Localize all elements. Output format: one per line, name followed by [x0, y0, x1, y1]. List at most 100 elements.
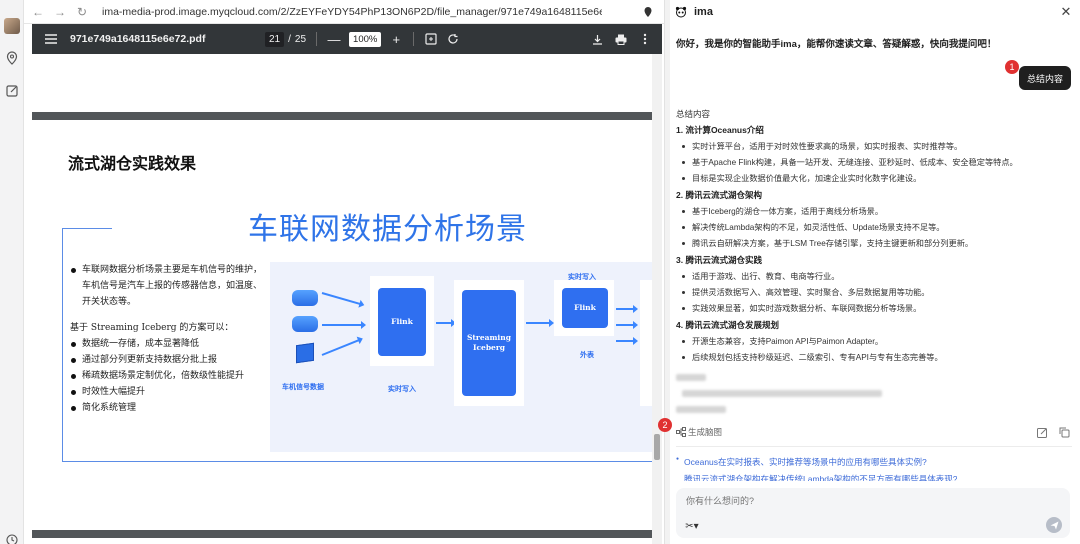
flow-arrow — [616, 321, 638, 329]
zoom-in-button[interactable]: + — [392, 31, 401, 47]
response-actions — [1036, 426, 1070, 438]
page-indicator: 21 / 25 — [265, 31, 307, 47]
page-total: 25 — [294, 33, 307, 45]
zoom-out-button[interactable]: — — [327, 31, 341, 47]
pdf-filename: 971e749a1648115e6e72.pdf — [70, 33, 206, 45]
summary-item: 基于Apache Flink构建，具备一站开发、无缝连接、亚秒延时、低成本、安全… — [676, 157, 1071, 168]
slide-bullet: 简化系统管理 — [70, 400, 270, 416]
edit-note-icon[interactable] — [4, 82, 20, 98]
suggested-question[interactable]: 腾讯云流式湖仓架构在解决传统Lambda架构的不足方面有哪些具体表现? — [684, 473, 957, 481]
database-icon — [292, 290, 318, 306]
summary-item: 开源生态兼容，支持Paimon API与Paimon Adapter。 — [676, 336, 1071, 347]
chat-input[interactable] — [686, 496, 986, 506]
slide-bullet: 通过部分列更新支持数据分批上报 — [70, 352, 270, 368]
more-options-icon[interactable] — [638, 32, 652, 46]
summary-title: 总结内容 — [676, 109, 711, 119]
browser-address-bar: ← → ↻ ima-media-prod.image.myqcloud.com/… — [24, 0, 664, 24]
scissors-tool-icon[interactable]: ✂▾ — [685, 520, 699, 532]
forward-arrow-icon[interactable]: → — [54, 4, 66, 19]
slide-headline: 车联网数据分析场景 — [248, 212, 527, 247]
pdf-scrollbar[interactable] — [652, 54, 662, 544]
frame-line — [62, 228, 63, 462]
pdf-page: 流式湖仓实践效果 车联网数据分析场景 车联网数据分析场景主要是车机信号的维护，车… — [32, 120, 652, 530]
print-icon[interactable] — [614, 32, 628, 46]
source-label: 车机信号数据 — [282, 384, 324, 391]
divider — [676, 446, 1072, 447]
summary-response: 总结内容 1. 流计算Oceanus介绍 实时计算平台，适用于对时效性要求高的场… — [676, 108, 1071, 368]
summary-section-heading: 3. 腾讯云流式湖仓实践 — [676, 255, 762, 265]
assistant-header: ima ✕ — [670, 0, 1080, 24]
summary-item: 腾讯云自研解决方案，基于LSM Tree存储引擎，支持主键更新和部分列更新。 — [676, 238, 1071, 249]
slide-bullet: 车联网数据分析场景主要是车机信号的维护，车机信号是汽车上报的传感器信息，如温度、… — [70, 262, 270, 310]
realtime-write-label: 实时写入 — [568, 274, 596, 281]
generate-mindmap-button[interactable]: 生成脑图 — [676, 426, 722, 438]
panda-logo-icon — [674, 5, 688, 19]
summary-section-heading: 4. 腾讯云流式湖仓发展规划 — [676, 320, 779, 330]
blurred-text — [676, 406, 726, 413]
toolbar-divider — [413, 32, 415, 46]
avatar[interactable] — [4, 18, 20, 34]
pdf-page-next — [32, 538, 652, 544]
page-separator: / — [288, 33, 291, 45]
summary-item: 实践效果显著，如实时游戏数据分析、车联网数据分析等场景。 — [676, 303, 1071, 314]
summary-item: 适用于游戏、出行、教育、电商等行业。 — [676, 271, 1071, 282]
assistant-name: ima — [694, 6, 713, 18]
assistant-panel: ima ✕ 你好，我是你的智能助手ima，能帮你速读文章、答疑解惑，快向我提问吧… — [658, 0, 1080, 544]
frame-line — [62, 461, 652, 462]
architecture-diagram: 车机信号数据 Flink 实时写入 Streaming Iceberg 实时写入… — [270, 262, 652, 452]
streaming-iceberg-box: Streaming Iceberg — [462, 290, 516, 396]
panel-splitter[interactable] — [664, 0, 670, 544]
realtime-write-label: 实时写入 — [388, 386, 416, 393]
chat-input-container: ✂▾ — [676, 488, 1070, 538]
flink-box-2: Flink — [562, 288, 608, 328]
device-cube-icon — [296, 342, 314, 364]
pdf-viewer-canvas[interactable]: 流式湖仓实践效果 车联网数据分析场景 车联网数据分析场景主要是车机信号的维护，车… — [32, 54, 662, 544]
summary-item: 解决传统Lambda架构的不足，如灵活性低、Update场景支持不足等。 — [676, 222, 1071, 233]
slide-title: 流式湖仓实践效果 — [68, 154, 197, 173]
slide-description: 车联网数据分析场景主要是车机信号的维护，车机信号是汽车上报的传感器信息，如温度、… — [70, 262, 270, 416]
flow-arrow — [616, 305, 638, 313]
suggested-question[interactable]: Oceanus在实时报表、实时推荐等场景中的应用有哪些具体实例? — [676, 456, 927, 468]
frame-line — [62, 228, 112, 229]
menu-icon[interactable] — [44, 32, 58, 46]
url-text[interactable]: ima-media-prod.image.myqcloud.com/2/ZzEY… — [102, 5, 602, 18]
summary-section-heading: 2. 腾讯云流式湖仓架构 — [676, 190, 762, 200]
location-pin-icon[interactable] — [4, 50, 20, 66]
slide-intro: 基于 Streaming Iceberg 的方案可以： — [70, 323, 234, 333]
slide-bullet: 时效性大幅提升 — [70, 384, 270, 400]
step-badge-2: 2 — [658, 418, 672, 432]
send-icon[interactable] — [1046, 517, 1062, 533]
summary-item: 实时计算平台，适用于对时效性要求高的场景，如实时报表、实时推荐等。 — [676, 141, 1071, 152]
database-icon — [292, 316, 318, 332]
flow-arrow — [526, 319, 554, 327]
assistant-greeting: 你好，我是你的智能助手ima，能帮你速读文章、答疑解惑，快向我提问吧！ — [676, 39, 997, 50]
summary-item: 提供灵活数据写入、高效管理、实时聚合、多层数据复用等功能。 — [676, 287, 1071, 298]
pdf-toolbar: 971e749a1648115e6e72.pdf 21 / 25 — 100% … — [32, 24, 662, 54]
clock-icon[interactable] — [4, 532, 20, 544]
summary-item: 后续规划包括支持秒级延迟、二级索引、专有API与专有生态完善等。 — [676, 352, 1071, 363]
fit-page-icon[interactable] — [424, 32, 438, 46]
external-table-label: 外表 — [580, 352, 594, 359]
zoom-level-input[interactable]: 100% — [349, 31, 382, 47]
copy-icon[interactable] — [1058, 426, 1070, 438]
mindmap-icon — [676, 427, 686, 437]
pdf-page-previous — [32, 54, 652, 112]
back-arrow-icon[interactable]: ← — [32, 4, 44, 19]
scrollbar-thumb[interactable] — [654, 434, 660, 460]
rotate-icon[interactable] — [446, 32, 460, 46]
reload-icon[interactable]: ↻ — [76, 4, 88, 19]
flow-arrow — [321, 292, 361, 305]
slide-bullet: 数据统一存储，成本显著降低 — [70, 336, 270, 352]
toolbar-divider — [316, 32, 318, 46]
site-info-icon[interactable] — [640, 4, 656, 20]
flink-box-1: Flink — [378, 288, 426, 356]
mindmap-label: 生成脑图 — [688, 427, 723, 437]
page-number-input[interactable]: 21 — [265, 31, 285, 47]
note-icon[interactable] — [1036, 426, 1048, 438]
left-rail — [0, 0, 24, 544]
summary-item: 目标是实现企业数据价值最大化，加速企业实时化数字化建设。 — [676, 173, 1071, 184]
download-icon[interactable] — [590, 32, 604, 46]
flow-arrow — [321, 339, 360, 356]
close-icon[interactable]: ✕ — [1060, 4, 1072, 19]
